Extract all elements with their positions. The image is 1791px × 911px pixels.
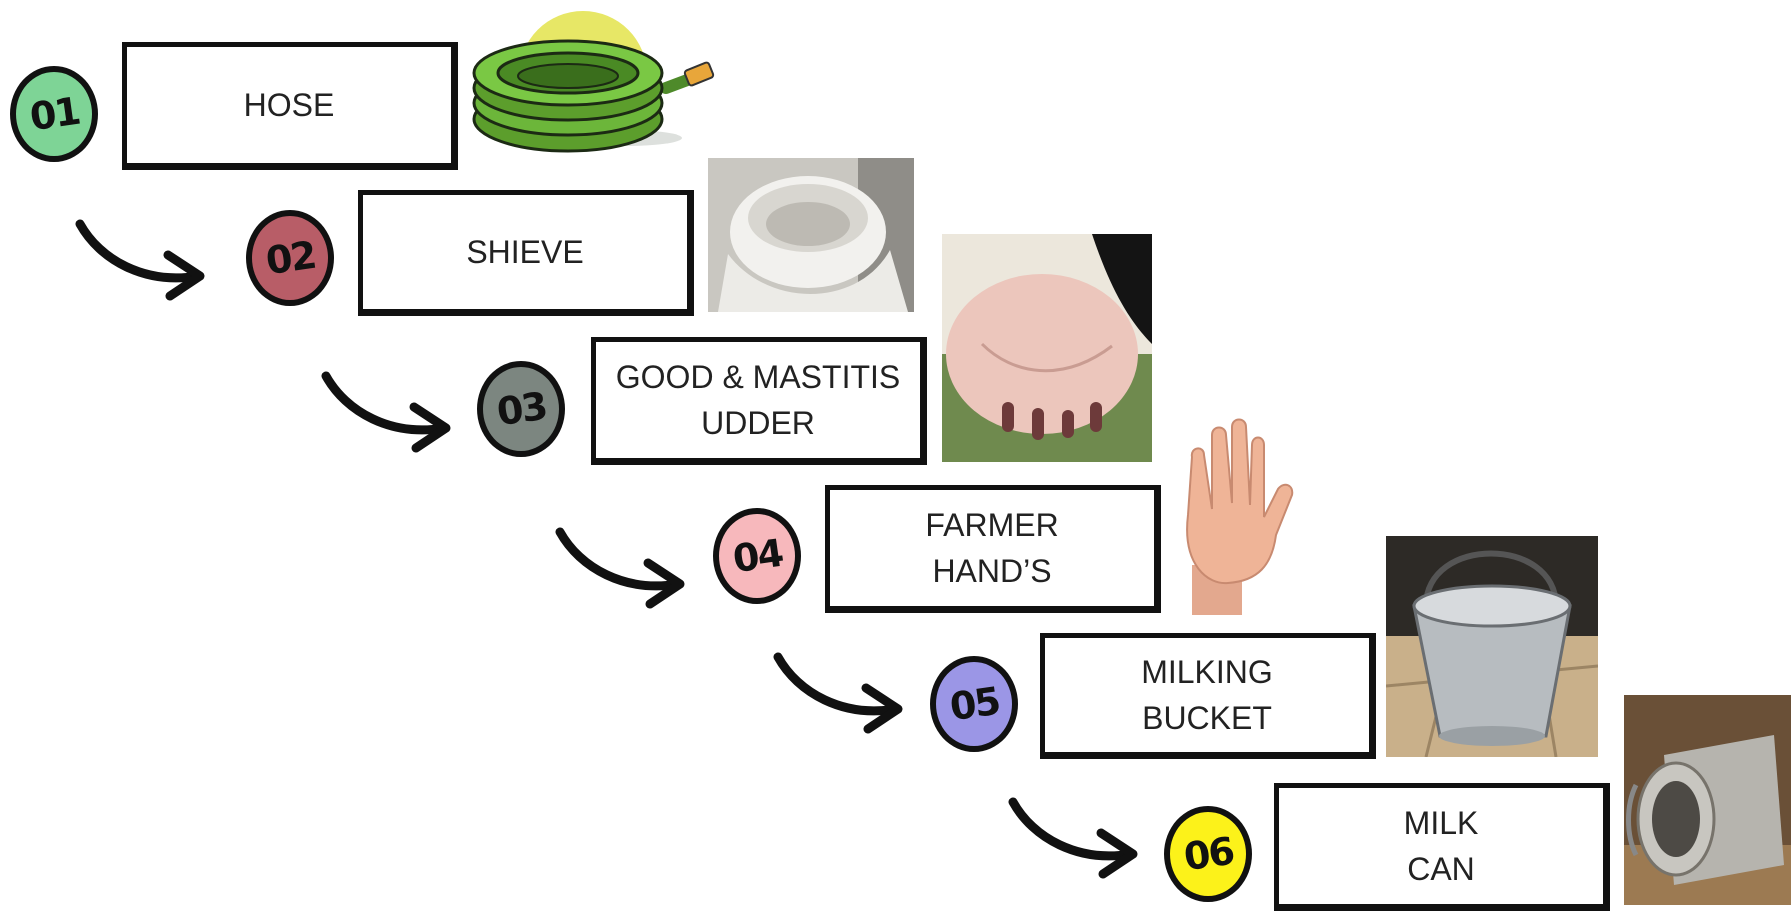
step-number: 03 xyxy=(494,384,549,434)
flow-arrow xyxy=(316,362,456,452)
udder-photo xyxy=(942,234,1152,462)
step-badge-06: 06 xyxy=(1164,806,1252,902)
step-label-box-03: GOOD & MASTITIS UDDER xyxy=(591,337,927,465)
step-label: SHIEVE xyxy=(466,229,583,275)
step-badge-05: 05 xyxy=(930,656,1018,752)
step-label-box-02: SHIEVE xyxy=(358,190,694,316)
flow-arrow xyxy=(70,210,210,300)
bucket-photo xyxy=(1386,536,1598,757)
step-label-box-01: HOSE xyxy=(122,42,458,170)
step-label: HOSE xyxy=(244,82,335,128)
step-label-box-06: MILK CAN xyxy=(1274,783,1610,911)
step-label-box-04: FARMER HAND’S xyxy=(825,485,1161,613)
step-label: GOOD & MASTITIS UDDER xyxy=(616,354,900,446)
flow-arrow xyxy=(1003,788,1143,878)
step-number: 06 xyxy=(1181,829,1236,879)
step-badge-01: 01 xyxy=(10,66,98,162)
flow-arrow xyxy=(550,518,690,608)
step-label: MILK CAN xyxy=(1404,800,1479,892)
step-label-box-05: MILKING BUCKET xyxy=(1040,633,1376,759)
step-badge-02: 02 xyxy=(246,210,334,306)
sieve-cloth-photo xyxy=(708,158,914,312)
flow-arrow xyxy=(768,643,908,733)
step-number: 04 xyxy=(730,531,785,581)
step-number: 01 xyxy=(27,89,82,139)
step-label: FARMER HAND’S xyxy=(925,502,1058,594)
step-number: 02 xyxy=(263,233,318,283)
step-label: MILKING BUCKET xyxy=(1141,649,1273,741)
milk-can-photo xyxy=(1624,695,1791,905)
step-badge-03: 03 xyxy=(477,361,565,457)
hose-icon xyxy=(466,6,722,154)
step-badge-04: 04 xyxy=(713,508,801,604)
step-number: 05 xyxy=(947,679,1002,729)
hand-photo xyxy=(1168,415,1294,615)
